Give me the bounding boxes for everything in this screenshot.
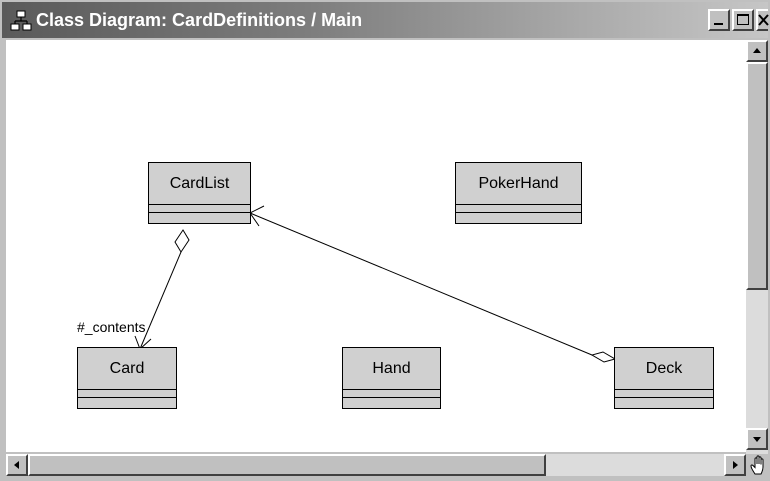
title-bar[interactable]: Class Diagram: CardDefinitions / Main [2,2,769,38]
window-title: Class Diagram: CardDefinitions / Main [36,10,363,30]
maximize-button[interactable] [732,9,754,31]
class-name: Deck [645,360,683,377]
aggregation-diamond [174,229,190,253]
close-button[interactable] [756,9,769,31]
hand-icon[interactable] [748,454,770,476]
class-pokerhand[interactable]: PokerHand [455,162,582,224]
scroll-right-button[interactable] [724,454,746,476]
operation-compartment-divider [149,212,250,213]
attribute-compartment-divider [456,204,581,205]
class-name: PokerHand [478,175,559,192]
operation-compartment-divider [78,397,176,398]
diagram-canvas[interactable]: CardList PokerHand Card Hand Deck #_cont… [6,40,746,452]
class-name: Hand [372,360,411,377]
association-role-label: #_contents [77,319,146,335]
operation-compartment-divider [615,397,713,398]
attribute-compartment-divider [343,389,440,390]
class-hand[interactable]: Hand [342,347,441,409]
aggregation-cardlist-card [134,229,190,350]
class-diagram-icon [10,10,32,32]
class-name: Card [109,360,145,377]
class-card[interactable]: Card [77,347,177,409]
attribute-compartment-divider [615,389,713,390]
horizontal-scroll-thumb[interactable] [28,454,546,476]
vertical-scroll-thumb[interactable] [746,62,768,290]
class-name: CardList [169,175,230,192]
attribute-compartment-divider [78,389,176,390]
scroll-left-button[interactable] [6,454,28,476]
vertical-scrollbar[interactable] [746,40,768,454]
operation-compartment-divider [456,212,581,213]
aggregation-diamond [590,351,617,363]
operation-compartment-divider [343,397,440,398]
scroll-down-button[interactable] [746,428,768,450]
class-cardlist[interactable]: CardList [148,162,251,224]
aggregation-deck-cardlist [246,205,618,363]
horizontal-scrollbar[interactable] [6,454,746,476]
minimize-button[interactable] [708,9,730,31]
class-deck[interactable]: Deck [614,347,714,409]
scroll-up-button[interactable] [746,40,768,62]
attribute-compartment-divider [149,204,250,205]
